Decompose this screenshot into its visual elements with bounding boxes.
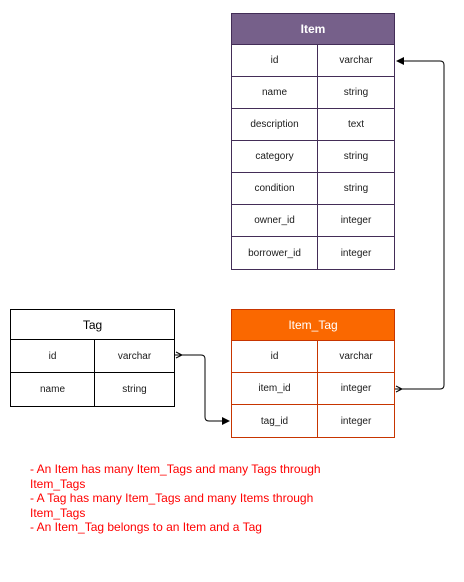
field-name: name xyxy=(11,373,95,406)
field-type: string xyxy=(343,151,369,162)
table-row[interactable]: id varchar xyxy=(11,340,174,373)
tag-table[interactable]: Tag id varchar name string xyxy=(10,309,175,407)
field-name: item_id xyxy=(232,373,318,404)
item-tag-table-title: Item_Tag xyxy=(232,310,394,341)
note-item: - An Item has many Item_Tags and many Ta… xyxy=(30,462,321,491)
field-type: integer xyxy=(340,247,372,259)
item-table[interactable]: Item id varchar name string description … xyxy=(231,13,395,270)
table-row[interactable]: name string xyxy=(232,77,394,109)
field-type: string xyxy=(343,87,369,98)
field-type: varchar xyxy=(117,350,152,362)
note-tag: - A Tag has many Item_Tags and many Item… xyxy=(30,491,314,520)
field-name: id xyxy=(232,45,318,76)
table-row[interactable]: item_id integer xyxy=(232,373,394,405)
table-row[interactable]: id varchar xyxy=(232,341,394,373)
note-item-tag: - An Item_Tag belongs to an Item and a T… xyxy=(30,520,262,534)
field-type: string xyxy=(122,384,147,395)
item-tag-table[interactable]: Item_Tag id varchar item_id integer tag_… xyxy=(231,309,395,438)
many-endpoint-icon xyxy=(395,385,404,393)
table-row[interactable]: description text xyxy=(232,109,394,141)
field-name: id xyxy=(11,340,95,372)
connector-tag-to-item-tag[interactable] xyxy=(175,351,230,425)
field-name: description xyxy=(232,109,318,140)
table-row[interactable]: category string xyxy=(232,141,394,173)
field-name: condition xyxy=(232,173,318,204)
field-type: string xyxy=(343,183,369,194)
table-row[interactable]: id varchar xyxy=(232,45,394,77)
table-row[interactable]: tag_id integer xyxy=(232,405,394,437)
field-type: integer xyxy=(340,415,372,427)
field-name: borrower_id xyxy=(232,237,318,269)
field-name: category xyxy=(232,141,318,172)
field-name: owner_id xyxy=(232,205,318,236)
field-type: integer xyxy=(340,215,372,226)
many-endpoint-icon xyxy=(175,351,184,359)
table-row[interactable]: name string xyxy=(11,373,174,406)
field-name: tag_id xyxy=(232,405,318,437)
connector-item-tag-to-item[interactable] xyxy=(395,57,445,393)
item-table-title: Item xyxy=(232,14,394,45)
field-name: name xyxy=(232,77,318,108)
table-row[interactable]: borrower_id integer xyxy=(232,237,394,269)
field-type: varchar xyxy=(339,55,373,66)
field-type: text xyxy=(347,119,365,130)
field-type: integer xyxy=(340,383,372,394)
table-row[interactable]: owner_id integer xyxy=(232,205,394,237)
relationship-notes: - An Item has many Item_Tags and many Ta… xyxy=(30,462,340,535)
field-name: id xyxy=(232,341,318,372)
table-row[interactable]: condition string xyxy=(232,173,394,205)
tag-table-title: Tag xyxy=(11,310,174,340)
field-type: varchar xyxy=(339,351,373,362)
